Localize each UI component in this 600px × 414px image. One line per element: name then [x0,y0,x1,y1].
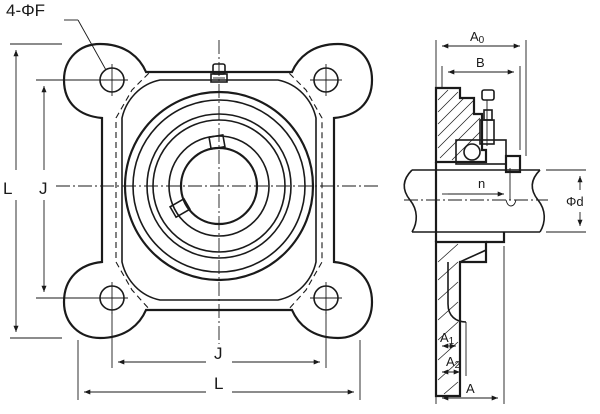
shaft [403,169,546,233]
front-view: 4-ΦF L J J [3,1,380,400]
dim-a2: A2 [442,322,467,376]
side-view: A0 B n Φd A1 [403,29,586,404]
dim-bolt-width-label: J [214,344,223,363]
mounting-pad-hidden-line [115,71,323,311]
dim-bore-label: Φd [566,194,584,209]
dim-n-label: n [478,176,485,191]
dim-bore: Φd [546,169,586,233]
bolt-holes [96,64,342,314]
bearing-insert [455,100,522,207]
bolt-holes-callout: 4-ΦF [6,1,107,71]
dim-a2-label: A2 [446,354,461,371]
dim-a1: A1 [435,330,461,404]
set-screw-top [208,133,226,151]
dim-overall-height: L [3,43,62,339]
dim-b: B [441,55,521,150]
set-screw-left [168,197,192,219]
dim-a-label: A [466,381,475,396]
dim-a0: A0 [435,29,527,156]
dim-bolt-height: J [36,79,96,299]
dim-overall-width-label: L [214,374,223,393]
bolt-holes-label: 4-ΦF [6,1,45,20]
ball-icon [463,143,481,161]
dim-a: A [442,246,505,404]
housing-boss-outline [121,79,317,301]
dim-bolt-height-label: J [39,179,48,198]
dim-bolt-width: J [111,312,327,368]
flange-housing-outline [62,42,374,340]
dim-overall-width: L [77,340,361,400]
grease-fitting-side-icon [481,89,495,101]
dim-a1-label: A1 [440,330,455,347]
dim-b-label: B [476,55,485,70]
dim-n: n [442,176,504,197]
dim-a0-label: A0 [470,29,485,46]
dim-overall-height-label: L [3,179,12,198]
